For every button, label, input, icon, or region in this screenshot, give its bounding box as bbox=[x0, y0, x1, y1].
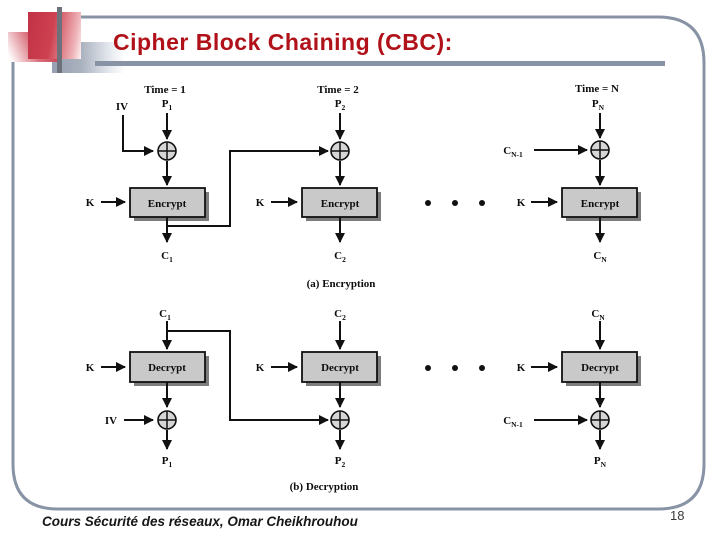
ciphertext-label: C1 bbox=[161, 250, 173, 264]
key-label: K bbox=[256, 197, 265, 209]
chain-line-c1 bbox=[167, 330, 329, 425]
encryption-diagram: Time = 1 P1 IV K Encrypt C1 Tim bbox=[86, 83, 641, 290]
plaintext-label: P2 bbox=[335, 455, 346, 469]
ciphertext-label: C2 bbox=[334, 308, 346, 322]
enc-column-2: Time = 2 P2 K Encrypt C2 bbox=[256, 84, 381, 264]
dec-column-1: C1 K Decrypt IV P1 bbox=[86, 308, 329, 469]
decrypt-box: Decrypt bbox=[129, 351, 209, 386]
ciphertext-label: CN bbox=[591, 308, 605, 322]
time-label: Time = 1 bbox=[144, 84, 186, 96]
key-label: K bbox=[517, 362, 526, 374]
chain-input-label: CN-1 bbox=[503, 145, 523, 159]
xor-node bbox=[157, 410, 177, 430]
footer-course-credit: Cours Sécurité des réseaux, Omar Cheikhr… bbox=[42, 514, 358, 529]
page-number: 18 bbox=[670, 508, 685, 523]
plaintext-label: PN bbox=[592, 98, 605, 112]
xor-node bbox=[330, 410, 350, 430]
plaintext-label: P1 bbox=[162, 455, 173, 469]
encrypt-box: Encrypt bbox=[561, 187, 641, 221]
decrypt-box-label: Decrypt bbox=[581, 362, 619, 374]
encrypt-box: Encrypt bbox=[301, 187, 381, 221]
ellipsis-dots bbox=[425, 365, 485, 371]
time-label: Time = 2 bbox=[317, 84, 359, 96]
key-label: K bbox=[517, 197, 526, 209]
decryption-diagram: C1 K Decrypt IV P1 C2 K bbox=[86, 308, 641, 493]
ellipsis-dots bbox=[425, 200, 485, 206]
decrypt-box-label: Decrypt bbox=[321, 362, 359, 374]
decrypt-box-label: Decrypt bbox=[148, 362, 186, 374]
time-label: Time = N bbox=[575, 83, 619, 95]
encryption-caption: (a) Encryption bbox=[307, 278, 376, 290]
plaintext-label: P1 bbox=[162, 98, 173, 112]
key-label: K bbox=[86, 197, 95, 209]
xor-node bbox=[330, 141, 350, 161]
ciphertext-label: C2 bbox=[334, 250, 346, 264]
encrypt-box-label: Encrypt bbox=[148, 198, 187, 210]
encrypt-box-label: Encrypt bbox=[581, 198, 620, 210]
decryption-caption: (b) Decryption bbox=[290, 481, 359, 493]
ciphertext-label: C1 bbox=[159, 308, 171, 322]
xor-node bbox=[157, 141, 177, 161]
plaintext-label: P2 bbox=[335, 98, 346, 112]
chain-line-c1 bbox=[167, 146, 329, 227]
slide-title: Cipher Block Chaining (CBC): bbox=[113, 29, 453, 55]
enc-column-n: Time = N PN CN-1 K Encrypt CN bbox=[503, 83, 641, 264]
plaintext-label: PN bbox=[594, 455, 607, 469]
encrypt-box: Encrypt bbox=[129, 187, 209, 221]
dec-column-n: CN K Decrypt CN-1 PN bbox=[503, 308, 641, 469]
arrow-iv-to-xor bbox=[122, 115, 154, 156]
decrypt-box: Decrypt bbox=[301, 351, 381, 386]
chain-input-label: CN-1 bbox=[503, 415, 523, 429]
dec-column-2: C2 K Decrypt P2 bbox=[256, 308, 381, 469]
deco-red-square-large bbox=[28, 12, 81, 59]
title-underline bbox=[95, 61, 665, 66]
ciphertext-label: CN bbox=[593, 250, 607, 264]
xor-node bbox=[590, 140, 610, 160]
decrypt-box: Decrypt bbox=[561, 351, 641, 386]
iv-label: IV bbox=[105, 415, 117, 427]
encrypt-box-label: Encrypt bbox=[321, 198, 360, 210]
xor-node bbox=[590, 410, 610, 430]
enc-column-1: Time = 1 P1 IV K Encrypt C1 bbox=[86, 84, 329, 264]
deco-vertical-bar bbox=[57, 7, 62, 73]
key-label: K bbox=[256, 362, 265, 374]
iv-label: IV bbox=[116, 101, 128, 113]
slide-border bbox=[11, 15, 706, 511]
key-label: K bbox=[86, 362, 95, 374]
